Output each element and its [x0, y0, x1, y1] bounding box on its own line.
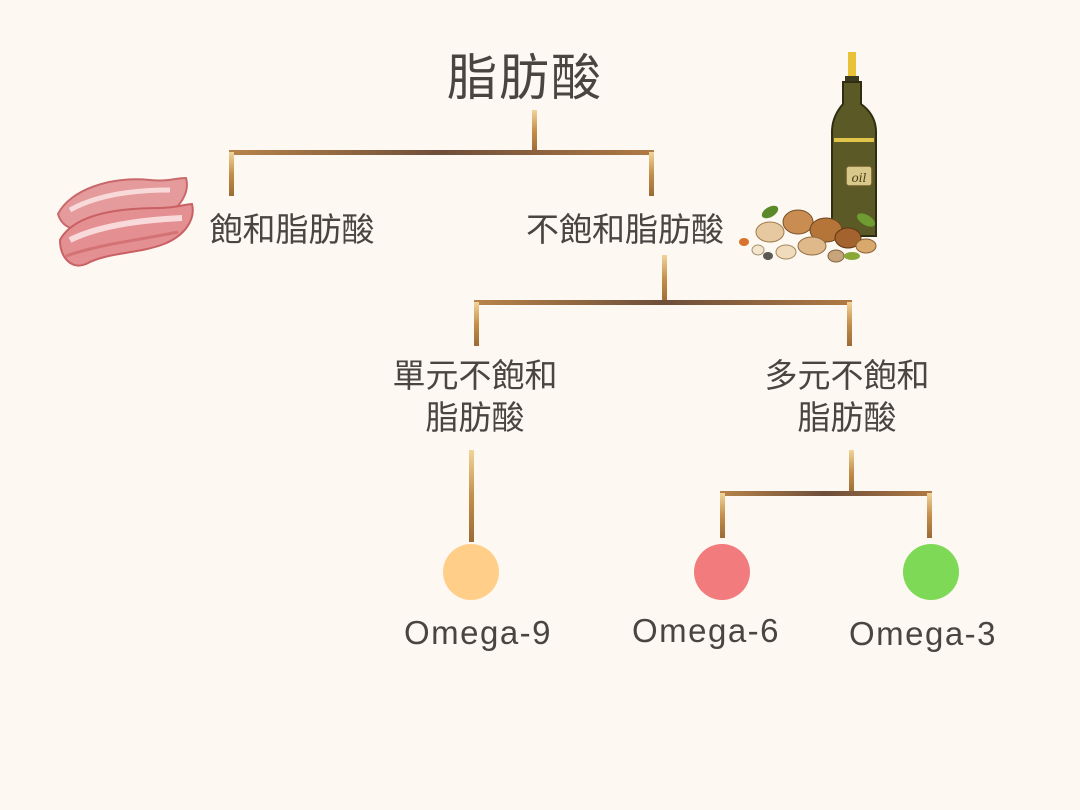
- connector-mono-to-omega9: [469, 450, 474, 542]
- olive-oil-bottle-with-nuts: oil: [739, 52, 877, 263]
- mono-label-line1: 單元不飽和: [392, 356, 558, 395]
- omega-6-dot: [694, 544, 750, 600]
- mono-label-line2: 脂肪酸: [425, 398, 525, 437]
- node-polyunsaturated-fatty-acid: 多元不飽和 脂肪酸: [752, 355, 942, 439]
- node-unsaturated-fatty-acid: 不飽和脂肪酸: [526, 210, 724, 249]
- connector-omega3-drop: [927, 493, 932, 538]
- omega-dots: [443, 544, 959, 600]
- oil-label: oil: [852, 171, 867, 185]
- connector-root-stem: [532, 110, 537, 152]
- node-monounsaturated-fatty-acid: 單元不飽和 脂肪酸: [380, 355, 570, 439]
- poly-label-line2: 脂肪酸: [797, 398, 897, 437]
- bacon-icon: [56, 176, 194, 267]
- connector-level1-bar: [229, 150, 654, 155]
- omega-9-label: Omega-9: [403, 614, 553, 651]
- connector-saturated-drop: [229, 152, 234, 196]
- page-title: 脂肪酸: [447, 49, 603, 107]
- connector-level2-bar: [474, 300, 852, 305]
- omega-9-dot: [443, 544, 499, 600]
- connector-poly-stem: [849, 450, 854, 494]
- connector-unsaturated-drop: [649, 152, 654, 196]
- connector-mono-drop: [474, 302, 479, 346]
- connector-poly-drop: [847, 302, 852, 346]
- omega-3-label: Omega-3: [848, 615, 998, 652]
- connector-unsaturated-stem: [662, 255, 667, 303]
- omega-6-label: Omega-6: [631, 612, 781, 649]
- omega-3-dot: [903, 544, 959, 600]
- connector-omega6-drop: [720, 493, 725, 538]
- poly-label-line1: 多元不飽和: [764, 356, 930, 395]
- connector-level3-bar: [720, 491, 932, 496]
- node-saturated-fatty-acid: 飽和脂肪酸: [209, 210, 375, 249]
